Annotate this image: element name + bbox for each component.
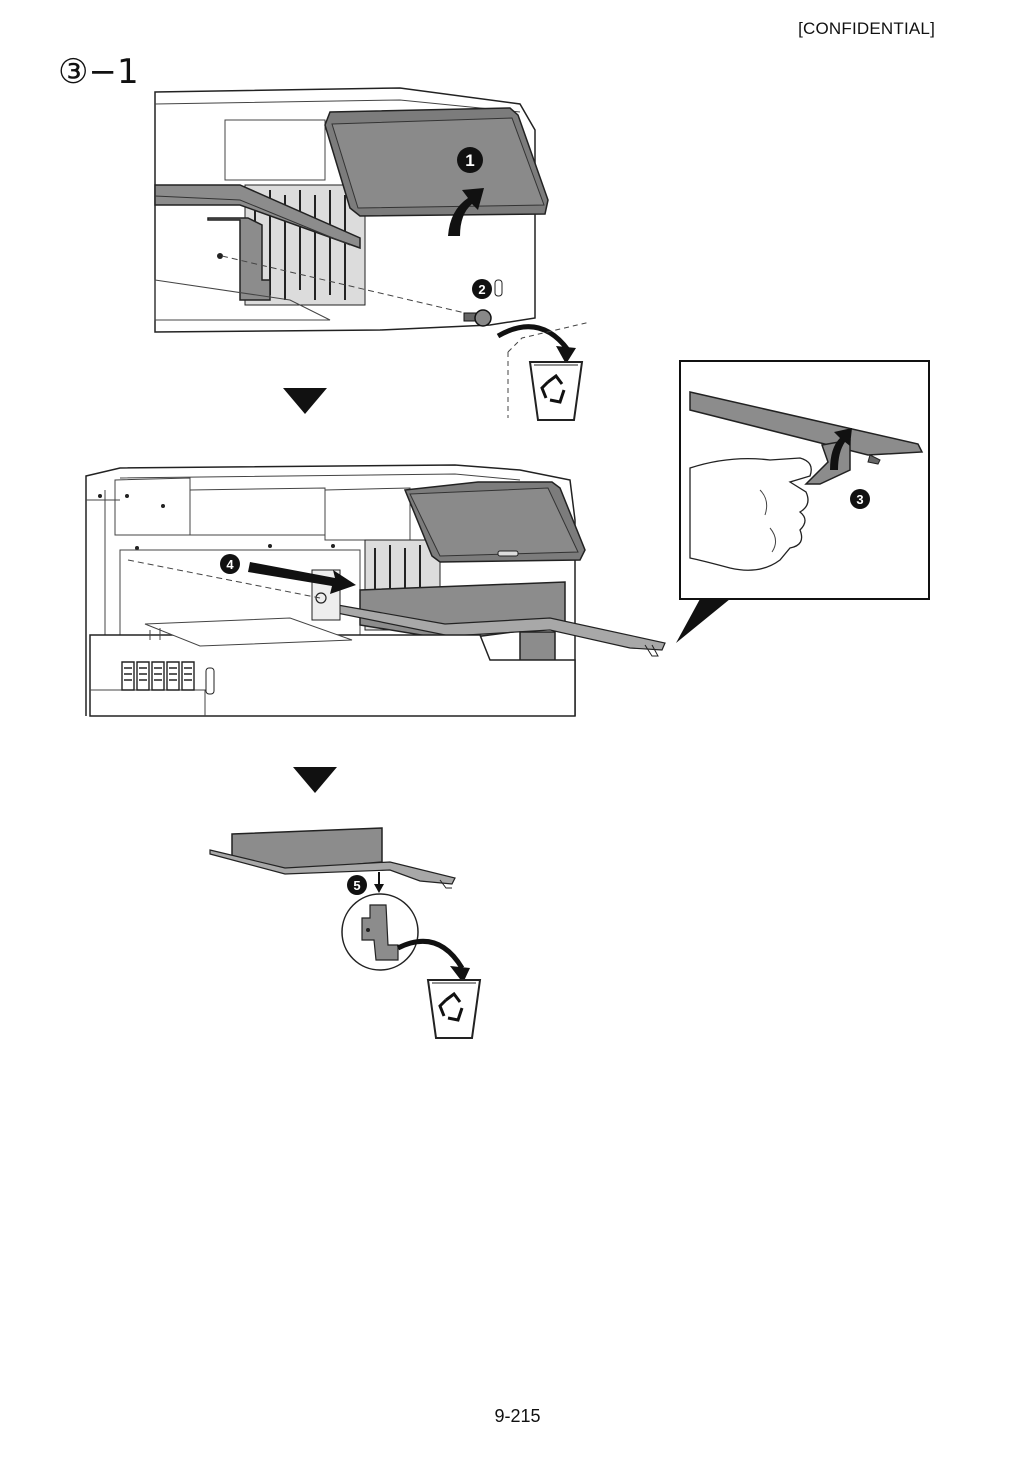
hand-icon bbox=[689, 457, 812, 571]
callout-1 bbox=[457, 147, 483, 173]
callout-3 bbox=[850, 489, 870, 509]
svg-text:4: 4 bbox=[226, 557, 234, 572]
svg-text:2: 2 bbox=[478, 282, 485, 297]
top-machine-diagram: 1 2 bbox=[154, 87, 591, 422]
curved-arrow-icon bbox=[448, 188, 484, 236]
bottom-tray-diagram: 5 bbox=[209, 827, 482, 1040]
arrow-down-icon bbox=[283, 388, 327, 414]
detail-inset: 3 bbox=[676, 360, 930, 643]
recycle-bin-icon bbox=[426, 978, 482, 1040]
svg-text:3: 3 bbox=[856, 492, 863, 507]
callout-5 bbox=[347, 875, 367, 895]
svg-text:1: 1 bbox=[465, 151, 474, 170]
confidential-header: [CONFIDENTIAL] bbox=[798, 19, 935, 38]
middle-machine-diagram: 4 bbox=[85, 464, 666, 717]
page-number: 9-215 bbox=[494, 1406, 541, 1426]
arrow-down-icon bbox=[293, 767, 337, 793]
step-label: ③−1 bbox=[58, 52, 139, 92]
callout-2 bbox=[472, 279, 492, 299]
svg-text:5: 5 bbox=[353, 878, 360, 893]
callout-4 bbox=[220, 554, 240, 574]
screw-icon bbox=[463, 309, 492, 327]
recycle-bin-icon bbox=[528, 360, 584, 422]
